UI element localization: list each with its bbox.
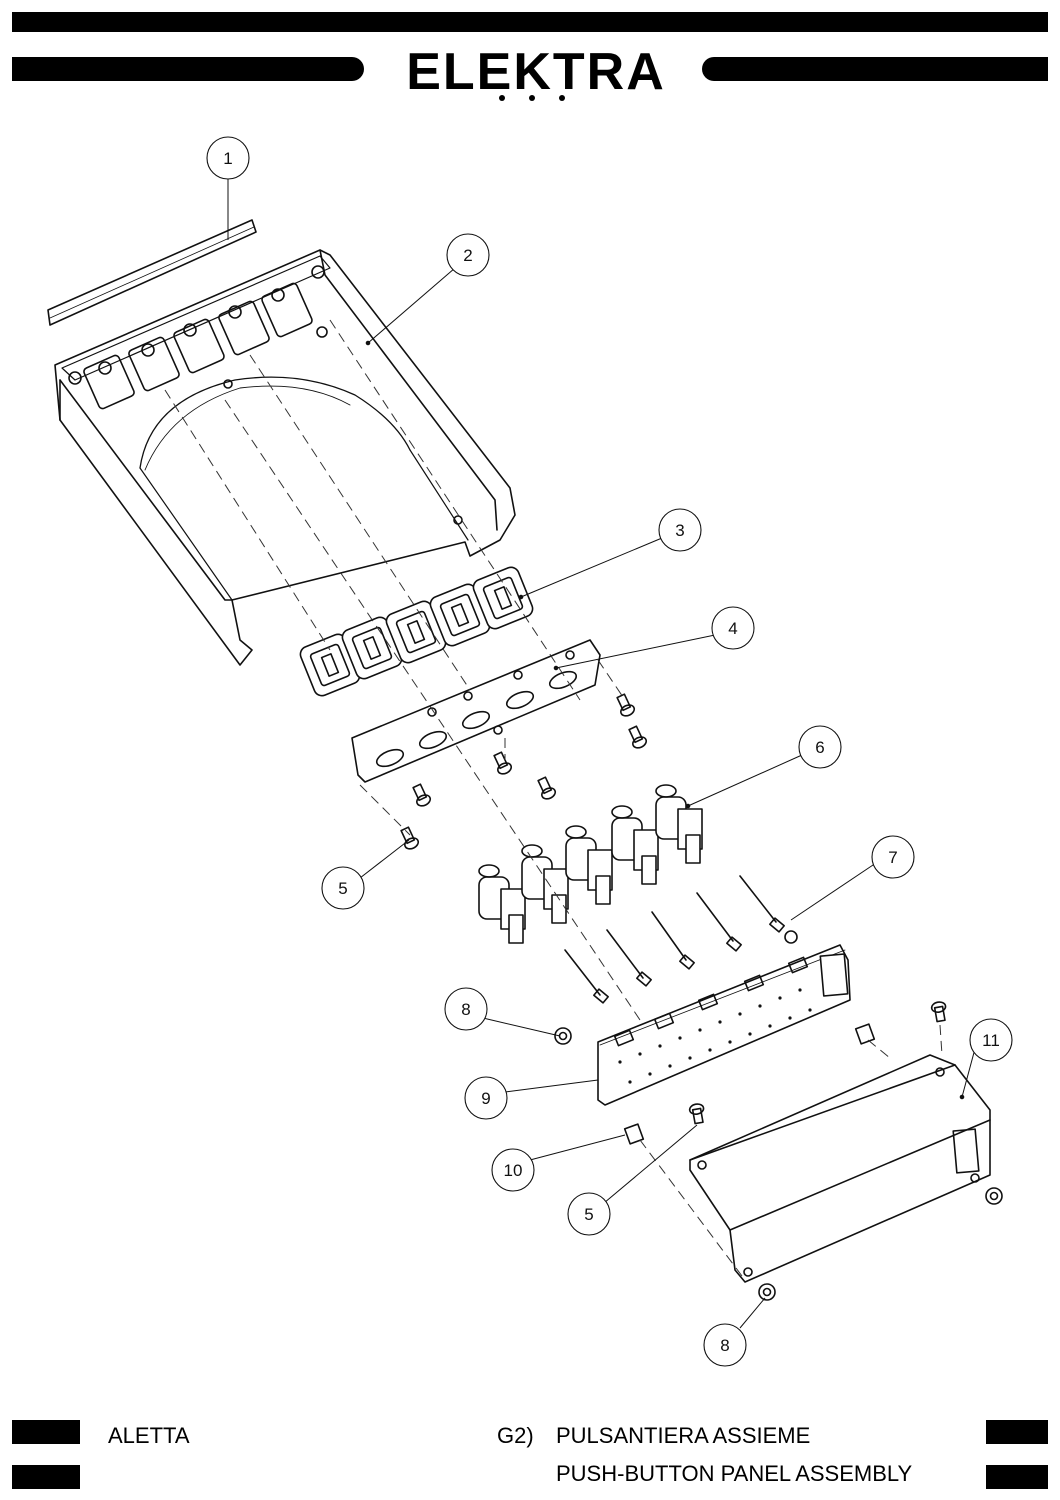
header-top-bar [12, 12, 1048, 32]
callout-circle-4 [711, 606, 755, 650]
callout-circle-7 [871, 835, 915, 879]
footer-left-bar-2 [12, 1465, 80, 1489]
callout-circle-2 [446, 233, 490, 277]
callout-circle-3 [658, 508, 702, 552]
callout-circle-10 [491, 1148, 535, 1192]
part-7-rods [564, 875, 798, 1004]
callout-circle-6 [798, 725, 842, 769]
assembly-axes [164, 319, 943, 1281]
callout-label-5a: 5 [338, 879, 347, 898]
footer-right-bar-2 [986, 1465, 1048, 1489]
title-italian: PULSANTIERA ASSIEME [556, 1423, 811, 1448]
callout-label-5b: 5 [584, 1205, 593, 1224]
callout-circle-9 [464, 1076, 508, 1120]
title-english: PUSH-BUTTON PANEL ASSEMBLY [556, 1461, 913, 1486]
callout-circle-8a [444, 987, 488, 1031]
callout-label-2: 2 [463, 246, 472, 265]
callout-label-8b: 8 [720, 1336, 729, 1355]
callout-circle-1 [206, 136, 250, 180]
callout-label-7: 7 [888, 848, 897, 867]
callout-circle-5a [321, 866, 365, 910]
footer-left-bar-1 [12, 1420, 80, 1444]
callout-labels: 1 2 3 4 5 6 7 8 9 10 5 11 8 [223, 149, 1000, 1355]
callout-label-6: 6 [815, 738, 824, 757]
callout-label-1: 1 [223, 149, 232, 168]
callout-circles [206, 136, 1013, 1367]
callout-label-3: 3 [675, 521, 684, 540]
footer-right-bar-1 [986, 1420, 1048, 1444]
part-9-board-dots [618, 988, 812, 1084]
brand-logo-dots [497, 95, 567, 105]
part-6-switches [478, 784, 703, 944]
leader-lines [227, 176, 977, 1329]
part-9-circuit-board [597, 944, 851, 1106]
callout-circle-5b [567, 1192, 611, 1236]
callout-label-10: 10 [504, 1161, 523, 1180]
section-code: G2) [497, 1423, 534, 1448]
part-10-spacers [623, 1023, 876, 1145]
callout-label-4: 4 [728, 619, 737, 638]
part-4-plate [351, 639, 601, 783]
header-left-bar [12, 57, 364, 81]
callout-label-8a: 8 [461, 1000, 470, 1019]
callout-label-9: 9 [481, 1089, 490, 1108]
callout-circle-8b [703, 1323, 747, 1367]
part-5-screws [400, 693, 947, 1125]
part-11-cover [689, 1054, 991, 1283]
brand-logo: ELEKTRA [406, 43, 666, 101]
callout-label-11: 11 [982, 1031, 1000, 1050]
model-name: ALETTA [108, 1423, 190, 1448]
part-2-housing [54, 249, 516, 666]
callout-circle-11 [969, 1018, 1013, 1062]
part-1-strip [47, 219, 257, 326]
header-right-bar [702, 57, 1048, 81]
part-3-button-caps [299, 566, 534, 697]
